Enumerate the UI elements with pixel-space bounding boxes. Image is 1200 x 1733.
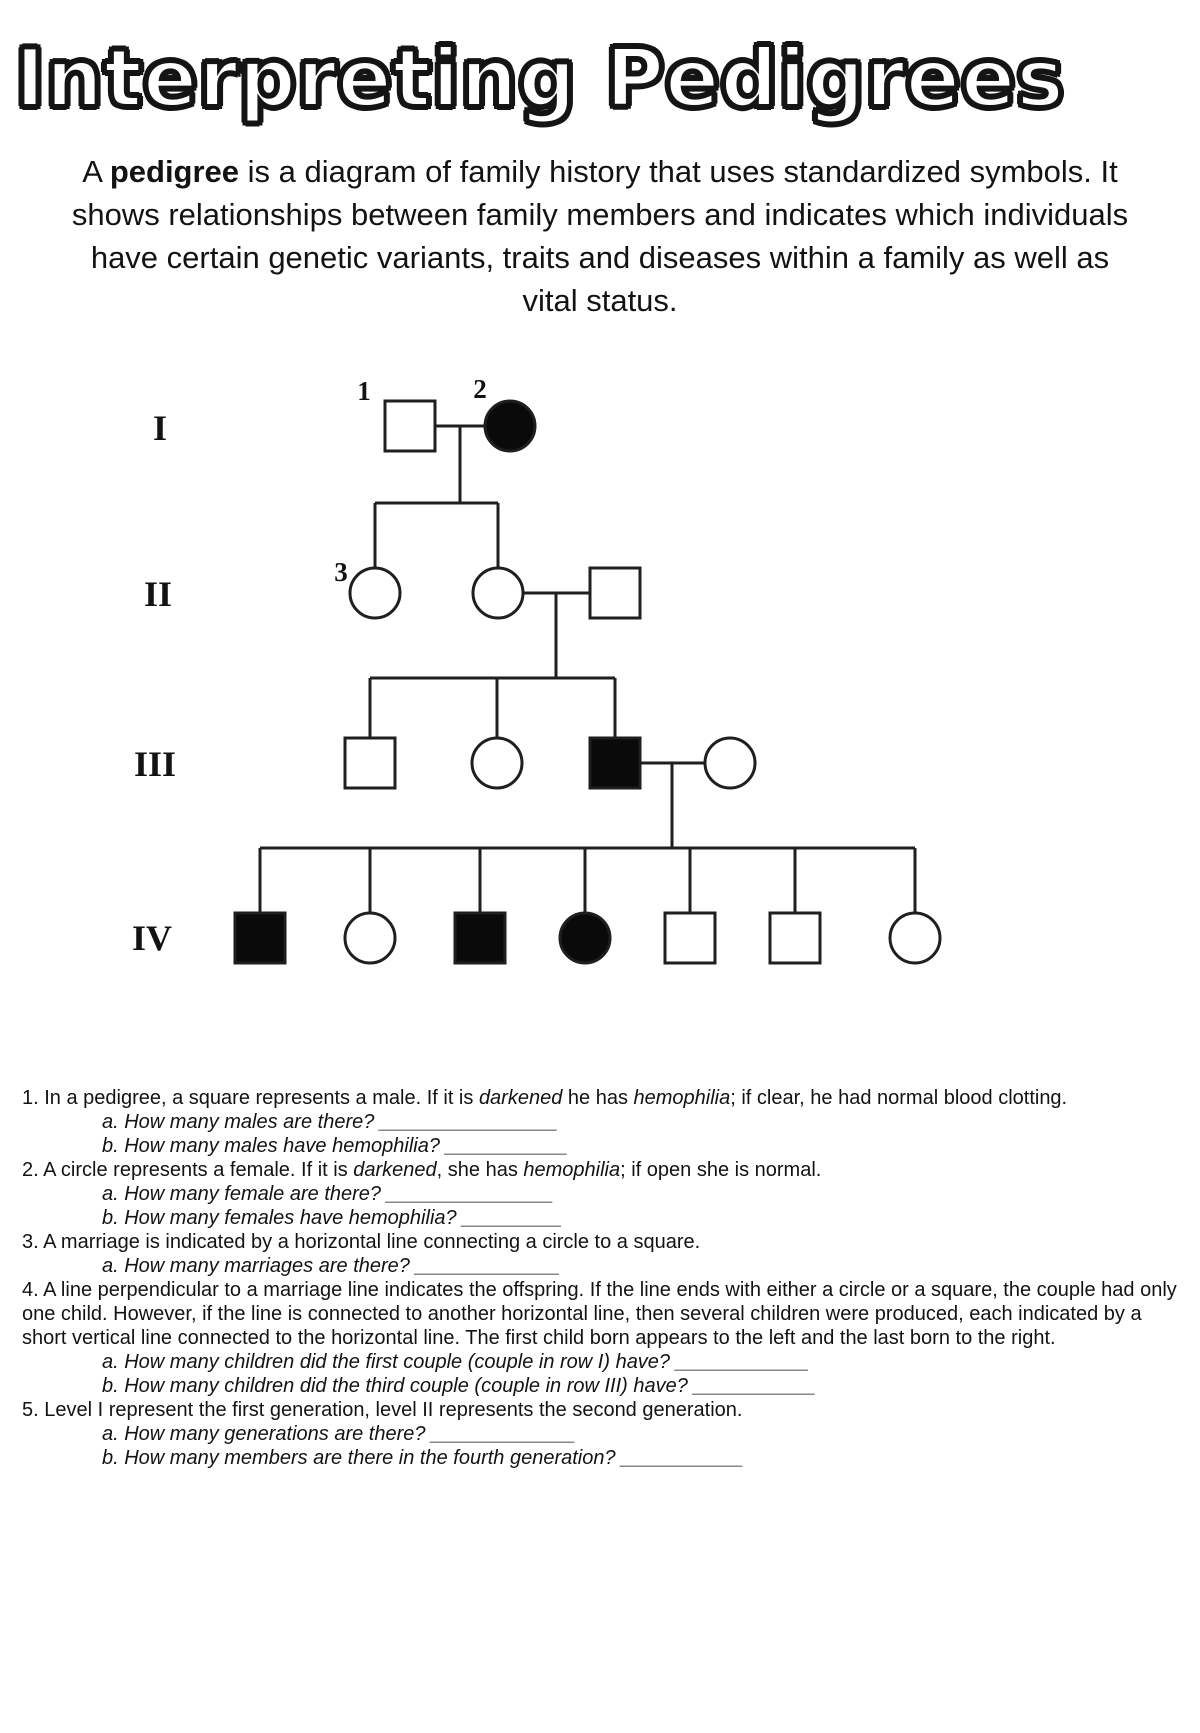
question-text: ; if open she is normal. bbox=[620, 1159, 822, 1181]
sub-question: a. How many children did the first coupl… bbox=[22, 1350, 1180, 1374]
question-item: 4. A line perpendicular to a marriage li… bbox=[22, 1278, 1180, 1350]
question-number: 5. bbox=[22, 1399, 45, 1421]
question-text: , she has bbox=[436, 1159, 524, 1181]
individual-III-4-circle-unaffected bbox=[703, 736, 757, 790]
individual-IV-3-square-affected bbox=[453, 911, 507, 965]
individual-I-2-circle-affected bbox=[483, 399, 537, 453]
question-number: 2. bbox=[22, 1159, 44, 1181]
sub-question-text: b. How many members are there in the fou… bbox=[102, 1447, 622, 1469]
question-item: 5. Level I represent the first generatio… bbox=[22, 1398, 1180, 1422]
generation-label: I bbox=[153, 408, 167, 448]
question-item: 1. In a pedigree, a square represents a … bbox=[22, 1086, 1180, 1110]
sub-question: a. How many marriages are there? _______… bbox=[22, 1254, 1180, 1278]
generation-label: II bbox=[144, 574, 172, 614]
question-number: 3. bbox=[22, 1231, 44, 1253]
questions-section: 1. In a pedigree, a square represents a … bbox=[22, 1086, 1180, 1470]
intro-text-rest: is a diagram of family history that uses… bbox=[71, 154, 1129, 318]
sub-question-text: b. How many females have hemophilia? bbox=[102, 1207, 463, 1229]
individual-I-1-square-unaffected bbox=[383, 399, 437, 453]
answer-blank: _________ bbox=[462, 1207, 563, 1229]
question-text: darkened bbox=[478, 1087, 563, 1109]
answer-blank: _______________ bbox=[386, 1183, 554, 1205]
individual-IV-7-circle-unaffected bbox=[888, 911, 942, 965]
sub-question-text: b. How many children did the third coupl… bbox=[102, 1375, 694, 1397]
sub-question-text: a. How many female are there? bbox=[102, 1183, 387, 1205]
question-text: hemophilia bbox=[633, 1087, 731, 1109]
question-text: he has bbox=[562, 1087, 634, 1109]
question-item: 3. A marriage is indicated by a horizont… bbox=[22, 1230, 1180, 1254]
sub-question: b. How many members are there in the fou… bbox=[22, 1446, 1180, 1470]
individual-III-3-square-affected bbox=[588, 736, 642, 790]
question-number: 4. bbox=[22, 1279, 44, 1301]
sub-question: b. How many females have hemophilia? ___… bbox=[22, 1206, 1180, 1230]
question-text: darkened bbox=[353, 1159, 437, 1181]
answer-blank: ___________ bbox=[693, 1375, 816, 1397]
answer-blank: _____________ bbox=[415, 1255, 561, 1277]
sub-question: b. How many children did the third coupl… bbox=[22, 1374, 1180, 1398]
sub-question: a. How many males are there? ___________… bbox=[22, 1110, 1180, 1134]
sub-question: b. How many males have hemophilia? _____… bbox=[22, 1134, 1180, 1158]
sub-question-text: a. How many marriages are there? bbox=[102, 1255, 416, 1277]
generation-label: IV bbox=[132, 918, 172, 958]
intro-paragraph: A pedigree is a diagram of family histor… bbox=[70, 150, 1130, 322]
question-text: hemophilia bbox=[523, 1159, 621, 1181]
page-title: Interpreting Pedigrees bbox=[13, 30, 1066, 127]
individual-number: 2 bbox=[473, 374, 487, 404]
answer-blank: ________________ bbox=[379, 1111, 558, 1133]
individual-number: 3 bbox=[334, 557, 348, 587]
individual-number: 1 bbox=[357, 376, 371, 406]
sub-question-text: b. How many males have hemophilia? bbox=[102, 1135, 446, 1157]
answer-blank: ___________ bbox=[445, 1135, 568, 1157]
sub-question-text: a. How many males are there? bbox=[102, 1111, 380, 1133]
individual-II-1-circle-unaffected bbox=[348, 566, 402, 620]
individual-IV-5-square-unaffected bbox=[663, 911, 717, 965]
individual-II-3-square-unaffected bbox=[588, 566, 642, 620]
individual-IV-6-square-unaffected bbox=[768, 911, 822, 965]
individual-II-2-circle-unaffected bbox=[471, 566, 525, 620]
question-text: A circle represents a female. If it is bbox=[43, 1159, 354, 1181]
question-text: In a pedigree, a square represents a mal… bbox=[44, 1087, 479, 1109]
individual-III-2-circle-unaffected bbox=[470, 736, 524, 790]
sub-question: a. How many generations are there? _____… bbox=[22, 1422, 1180, 1446]
answer-blank: ____________ bbox=[675, 1351, 810, 1373]
individual-IV-1-square-affected bbox=[233, 911, 287, 965]
question-item: 2. A circle represents a female. If it i… bbox=[22, 1158, 1180, 1182]
intro-keyword: pedigree bbox=[109, 154, 240, 189]
question-text: A line perpendicular to a marriage line … bbox=[22, 1279, 1177, 1349]
question-number: 1. bbox=[22, 1087, 45, 1109]
answer-blank: _____________ bbox=[431, 1423, 576, 1445]
individual-IV-2-circle-unaffected bbox=[343, 911, 397, 965]
sub-question-text: a. How many generations are there? bbox=[102, 1423, 432, 1445]
sub-question-text: a. How many children did the first coupl… bbox=[102, 1351, 676, 1373]
individual-IV-4-circle-affected bbox=[558, 911, 612, 965]
individual-III-1-square-unaffected bbox=[343, 736, 397, 790]
answer-blank: ___________ bbox=[621, 1447, 744, 1469]
generation-label: III bbox=[134, 744, 176, 784]
question-text: Level I represent the first generation, … bbox=[44, 1399, 743, 1421]
sub-question: a. How many female are there? __________… bbox=[22, 1182, 1180, 1206]
intro-text-prefix: A bbox=[82, 154, 110, 189]
question-text: ; if clear, he had normal blood clotting… bbox=[730, 1087, 1068, 1109]
question-text: A marriage is indicated by a horizontal … bbox=[43, 1231, 701, 1253]
